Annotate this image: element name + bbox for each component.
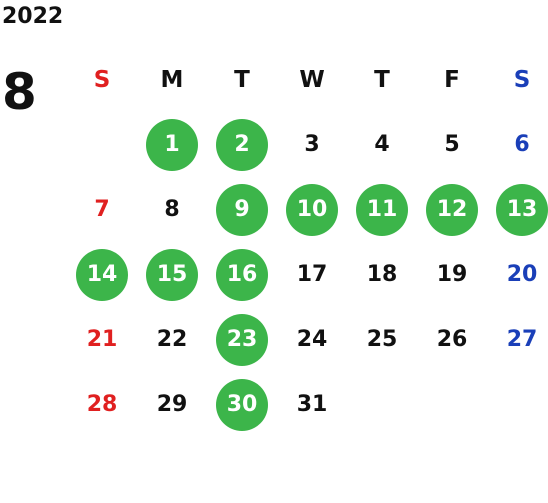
day-cell[interactable]: 24 bbox=[277, 307, 347, 372]
day-number: 1 bbox=[146, 118, 198, 171]
day-cell[interactable]: 8 bbox=[137, 177, 207, 242]
day-number: 2 bbox=[216, 118, 268, 171]
day-number: 31 bbox=[296, 392, 328, 417]
day-number: 16 bbox=[216, 248, 268, 301]
day-cell[interactable]: 16 bbox=[207, 242, 277, 307]
day-cell[interactable]: 29 bbox=[137, 372, 207, 437]
empty-cell bbox=[67, 112, 137, 177]
day-cell[interactable]: 12 bbox=[417, 177, 487, 242]
weekday-saturday: S bbox=[513, 67, 531, 93]
day-cell[interactable]: 23 bbox=[207, 307, 277, 372]
weekday-thursday: T bbox=[374, 67, 390, 93]
day-cell[interactable]: 3 bbox=[277, 112, 347, 177]
day-number: 15 bbox=[146, 248, 198, 301]
day-cell[interactable]: 2 bbox=[207, 112, 277, 177]
day-number: 3 bbox=[304, 132, 320, 157]
day-cell[interactable]: 15 bbox=[137, 242, 207, 307]
weekday-monday: M bbox=[160, 67, 184, 93]
day-number: 12 bbox=[426, 183, 478, 236]
day-number: 25 bbox=[366, 327, 398, 352]
day-number: 13 bbox=[496, 183, 548, 236]
day-number: 11 bbox=[356, 183, 408, 236]
day-cell[interactable]: 21 bbox=[67, 307, 137, 372]
day-number: 27 bbox=[506, 327, 538, 352]
day-cell[interactable]: 1 bbox=[137, 112, 207, 177]
day-cell[interactable]: 26 bbox=[417, 307, 487, 372]
day-number: 23 bbox=[216, 313, 268, 366]
day-number: 26 bbox=[436, 327, 468, 352]
day-number: 28 bbox=[86, 392, 118, 417]
day-cell[interactable]: 14 bbox=[67, 242, 137, 307]
day-cell[interactable]: 10 bbox=[277, 177, 347, 242]
day-cell[interactable]: 25 bbox=[347, 307, 417, 372]
weekday-wednesday: W bbox=[299, 67, 325, 93]
day-number: 9 bbox=[216, 183, 268, 236]
day-number: 10 bbox=[286, 183, 338, 236]
day-cell[interactable]: 18 bbox=[347, 242, 417, 307]
day-number: 17 bbox=[296, 262, 328, 287]
day-number: 4 bbox=[374, 132, 390, 157]
weekday-tuesday: T bbox=[234, 67, 250, 93]
weekday-friday: F bbox=[444, 67, 460, 93]
day-cell[interactable]: 7 bbox=[67, 177, 137, 242]
day-cell[interactable]: 22 bbox=[137, 307, 207, 372]
day-cell[interactable]: 9 bbox=[207, 177, 277, 242]
day-cell[interactable]: 20 bbox=[487, 242, 548, 307]
day-number: 21 bbox=[86, 327, 118, 352]
day-cell[interactable]: 31 bbox=[277, 372, 347, 437]
day-number: 20 bbox=[506, 262, 538, 287]
day-cell[interactable]: 28 bbox=[67, 372, 137, 437]
day-cell[interactable]: 19 bbox=[417, 242, 487, 307]
day-number: 22 bbox=[156, 327, 188, 352]
day-number: 8 bbox=[164, 197, 180, 222]
day-number: 19 bbox=[436, 262, 468, 287]
day-cell[interactable]: 17 bbox=[277, 242, 347, 307]
day-number: 24 bbox=[296, 327, 328, 352]
day-number: 5 bbox=[444, 132, 460, 157]
day-number: 29 bbox=[156, 392, 188, 417]
weekday-sunday: S bbox=[93, 67, 111, 93]
day-number: 30 bbox=[216, 378, 268, 431]
day-cell[interactable]: 11 bbox=[347, 177, 417, 242]
day-number: 6 bbox=[514, 132, 530, 157]
day-cell[interactable]: 5 bbox=[417, 112, 487, 177]
day-cell[interactable]: 4 bbox=[347, 112, 417, 177]
day-cell[interactable]: 27 bbox=[487, 307, 548, 372]
day-cell[interactable]: 13 bbox=[487, 177, 548, 242]
month-label: 8 bbox=[2, 63, 37, 121]
day-number: 7 bbox=[94, 197, 110, 222]
day-number: 18 bbox=[366, 262, 398, 287]
year-label: 2022 bbox=[2, 4, 64, 29]
day-cell[interactable]: 6 bbox=[487, 112, 548, 177]
day-number: 14 bbox=[76, 248, 128, 301]
day-cell[interactable]: 30 bbox=[207, 372, 277, 437]
